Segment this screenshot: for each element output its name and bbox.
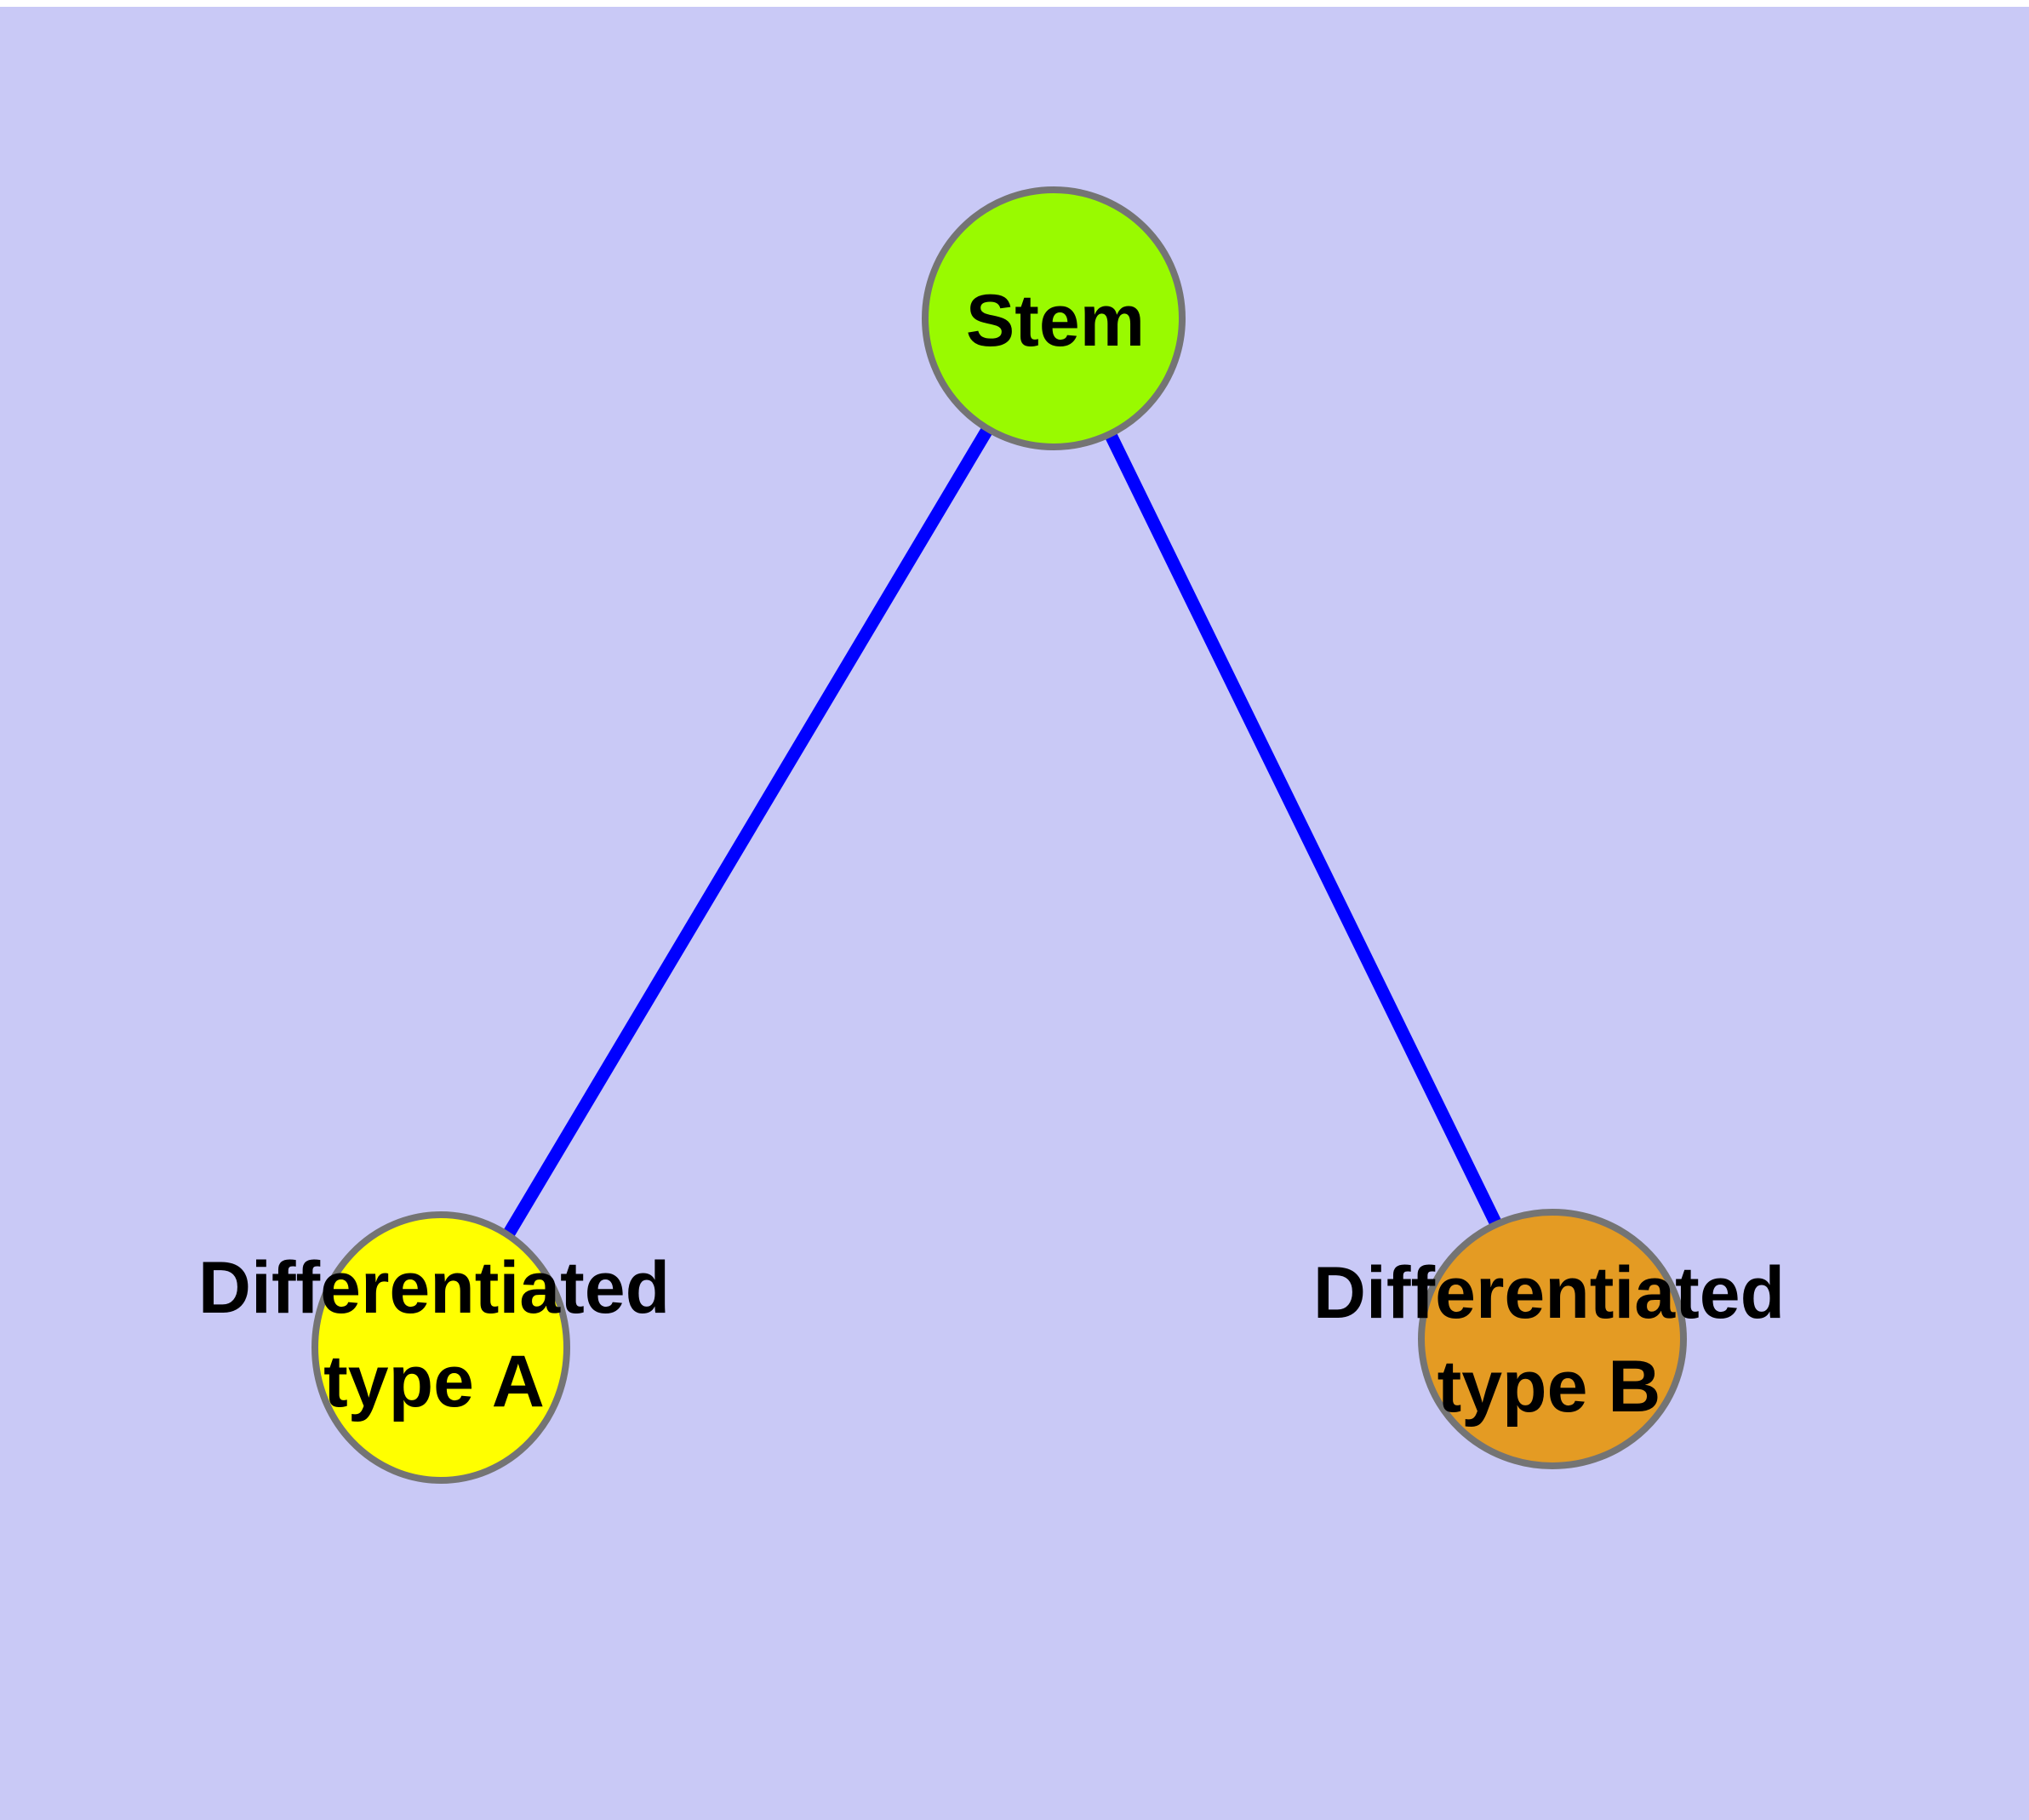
node-stem bbox=[922, 186, 1186, 450]
node-type-b-label-line2: type B bbox=[1437, 1346, 1661, 1428]
edge-stem-to-type-b bbox=[1048, 315, 1558, 1342]
node-differentiated-type-b bbox=[1418, 1209, 1687, 1469]
node-stem-label: Stem bbox=[966, 280, 1145, 362]
node-type-b-label-line1: Differentiated bbox=[1313, 1252, 1785, 1334]
edge-stem-to-type-a bbox=[435, 315, 1060, 1351]
node-type-a-label-line1: Differentiated bbox=[198, 1247, 670, 1329]
node-type-a-label-line2: type A bbox=[323, 1341, 545, 1422]
node-differentiated-type-a bbox=[311, 1211, 570, 1484]
